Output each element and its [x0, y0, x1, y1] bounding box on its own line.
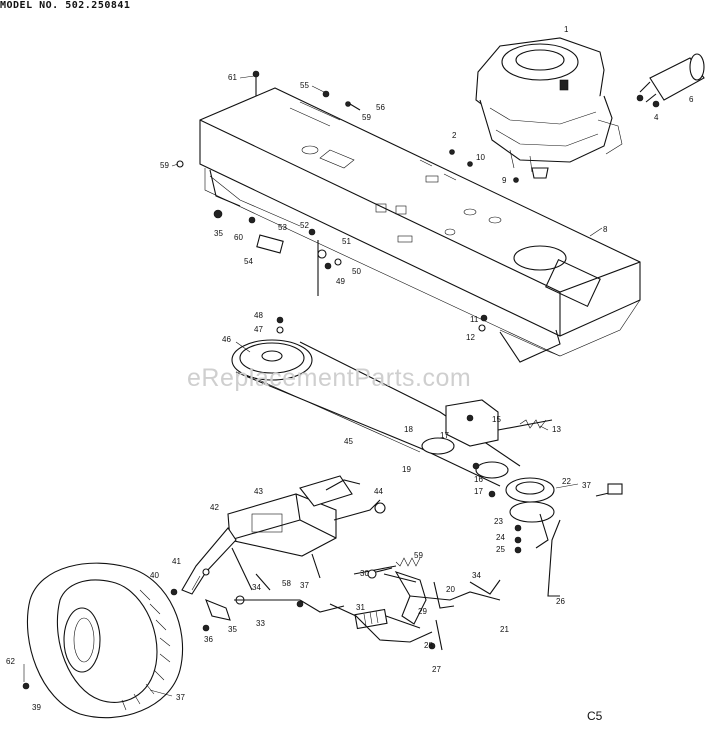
callout-33: 33	[256, 619, 265, 628]
callout-52: 52	[300, 221, 309, 230]
callout-17a: 17	[440, 431, 449, 440]
callout-45: 45	[344, 437, 353, 446]
callout-51: 51	[342, 237, 351, 246]
callout-42: 42	[210, 503, 219, 512]
callout-30: 30	[360, 569, 369, 578]
callout-19: 19	[402, 465, 411, 474]
callout-46: 46	[222, 335, 231, 344]
callout-34b: 34	[472, 571, 481, 580]
callout-56: 56	[376, 103, 385, 112]
callout-43: 43	[254, 487, 263, 496]
rear-tire	[22, 562, 184, 719]
callout-20: 20	[446, 585, 455, 594]
callout-16: 16	[474, 475, 483, 484]
callout-59c: 59	[414, 551, 423, 560]
callout-37c: 37	[176, 693, 185, 702]
callout-59a: 59	[362, 113, 371, 122]
callout-53: 53	[278, 223, 287, 232]
callout-17b: 17	[474, 487, 483, 496]
callout-49: 49	[336, 277, 345, 286]
model-number: 502.250841	[65, 0, 131, 11]
drive-belt-assembly	[231, 316, 623, 597]
model-header: MODEL NO. 502.250841	[0, 0, 130, 11]
callouts: 1 2 3 4 6 7 8 9 10 11 12 13 15 16 17 17 …	[6, 25, 694, 712]
callout-12: 12	[466, 333, 475, 342]
callout-10: 10	[476, 153, 485, 162]
callout-11: 11	[470, 315, 479, 324]
callout-2: 2	[452, 131, 457, 140]
callout-62: 62	[6, 657, 15, 666]
callout-35a: 35	[214, 229, 223, 238]
callout-4: 4	[654, 113, 659, 122]
frame-hardware	[176, 70, 660, 332]
callout-9: 9	[502, 176, 507, 185]
callout-15: 15	[492, 415, 501, 424]
brake-spring	[367, 567, 393, 579]
sheet-code: C5	[587, 709, 603, 723]
callout-23: 23	[494, 517, 503, 526]
callout-48: 48	[254, 311, 263, 320]
leader-lines	[23, 75, 603, 697]
callout-18: 18	[404, 425, 413, 434]
callout-31: 31	[356, 603, 365, 612]
transaxle	[170, 475, 386, 596]
callout-58: 58	[282, 579, 291, 588]
callout-27: 27	[432, 665, 441, 674]
muffler	[636, 53, 705, 103]
callout-59b: 59	[160, 161, 169, 170]
callout-22: 22	[562, 477, 571, 486]
engine	[475, 37, 623, 179]
callout-26: 26	[556, 597, 565, 606]
callout-24: 24	[496, 533, 505, 542]
callout-41: 41	[172, 557, 181, 566]
callout-37b: 37	[300, 581, 309, 590]
callout-37a: 37	[582, 481, 591, 490]
frame	[199, 87, 641, 363]
watermark: eReplacementParts.com	[187, 364, 472, 392]
callout-21: 21	[500, 625, 509, 634]
callout-44: 44	[374, 487, 383, 496]
callout-25: 25	[496, 545, 505, 554]
callout-61: 61	[228, 73, 237, 82]
callout-35b: 35	[228, 625, 237, 634]
callout-40: 40	[150, 571, 159, 580]
callout-13: 13	[552, 425, 561, 434]
callout-36: 36	[204, 635, 213, 644]
callout-55: 55	[300, 81, 309, 90]
callout-47: 47	[254, 325, 263, 334]
callout-28: 28	[424, 641, 433, 650]
model-label: MODEL NO.	[0, 0, 59, 11]
callout-1: 1	[564, 25, 569, 34]
callout-6: 6	[689, 95, 694, 104]
callout-34a: 34	[252, 583, 261, 592]
shift-and-brake-linkage	[202, 557, 501, 651]
callout-54: 54	[244, 257, 253, 266]
callout-39: 39	[32, 703, 41, 712]
callout-50: 50	[352, 267, 361, 276]
callout-29: 29	[418, 607, 427, 616]
callout-8: 8	[603, 225, 608, 234]
callout-60: 60	[234, 233, 243, 242]
